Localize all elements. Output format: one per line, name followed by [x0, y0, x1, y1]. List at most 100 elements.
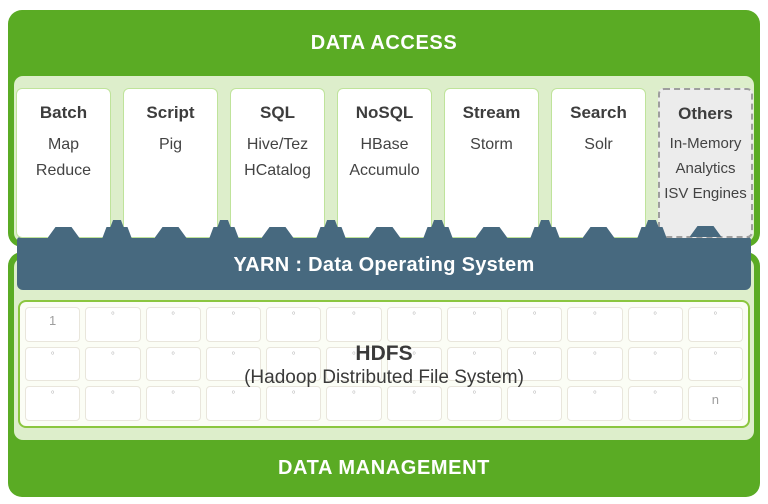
node-mark-icon: ° — [231, 350, 236, 362]
node-mark-icon: ° — [472, 350, 477, 362]
connector-notch-icon — [154, 227, 187, 238]
hdfs-node-cell: ° — [507, 386, 563, 421]
hdfs-node-cell: ° — [85, 386, 141, 421]
data-access-title: DATA ACCESS — [310, 31, 458, 54]
data-management-title: DATA MANAGEMENT — [278, 457, 490, 479]
card-lines: Pig — [159, 132, 182, 158]
card-title: Search — [570, 103, 627, 122]
hdfs-node-cell: ° — [687, 307, 743, 342]
hdfs-node-cell: ° — [507, 307, 563, 342]
card-line: Storm — [470, 136, 513, 153]
hdfs-node-cell: ° — [687, 346, 743, 382]
hdfs-node-cell: ° — [85, 307, 141, 342]
node-mark-icon: ° — [171, 390, 176, 402]
card-title: Others — [678, 104, 733, 123]
node-mark-icon: ° — [171, 350, 176, 362]
card-lines: Storm — [470, 132, 513, 158]
card-title: Batch — [39, 103, 88, 122]
node-mark-icon: ° — [110, 311, 115, 322]
node-mark-icon: ° — [653, 390, 658, 402]
node-mark-icon: ° — [171, 311, 176, 322]
yarn-band: YARN : Data Operating System — [17, 237, 751, 290]
card-line: Hive/Tez — [246, 136, 309, 153]
node-mark-icon: ° — [351, 311, 356, 322]
node-mark-icon: ° — [592, 350, 597, 362]
connector-notch-icon — [47, 227, 80, 238]
connector-knob-icon — [324, 220, 338, 228]
connector-knob-icon — [645, 220, 659, 228]
card-line: HCatalog — [244, 162, 311, 179]
node-mark-icon: ° — [412, 311, 417, 322]
hdfs-node-cell: ° — [145, 386, 201, 421]
card-line: In-Memory — [669, 135, 742, 152]
node-mark-icon: ° — [472, 311, 477, 322]
hdfs-node-cell: ° — [446, 386, 502, 421]
connector-bump-icon — [530, 227, 560, 239]
hdfs-node-cell: ° — [205, 346, 261, 382]
hdfs-node-cell: n — [687, 386, 743, 421]
node-label-first: 1 — [49, 313, 57, 328]
node-mark-icon: ° — [231, 390, 236, 402]
hdfs-node-cell: ° — [205, 386, 261, 421]
connector-knob-icon — [538, 220, 552, 228]
node-mark-icon: ° — [231, 311, 236, 322]
hdfs-node-cell: ° — [567, 307, 623, 342]
node-mark-icon: ° — [291, 390, 296, 402]
card-line: ISV Engines — [664, 185, 747, 202]
node-mark-icon: ° — [50, 350, 55, 362]
card-line: Solr — [584, 136, 613, 153]
node-mark-icon: ° — [653, 311, 658, 322]
node-mark-icon: ° — [532, 390, 537, 402]
card-line: HBase — [360, 136, 409, 153]
hdfs-node-cell: ° — [326, 346, 382, 382]
connector-knob-icon — [110, 220, 124, 228]
hdfs-node-cell: ° — [567, 386, 623, 421]
hdfs-node-cell: ° — [386, 386, 442, 421]
hdfs-node-grid: 1°°°°°°°°°°°°°°°°°°°°°°°°°°°°°°°°°°n — [18, 300, 750, 428]
card-line: Pig — [158, 136, 183, 153]
card-title: Stream — [462, 103, 521, 122]
card-line: Accumulo — [349, 162, 420, 179]
node-mark-icon: ° — [291, 350, 296, 362]
connector-bump-icon — [423, 227, 453, 239]
connector-notch-icon — [582, 227, 615, 238]
node-mark-icon: ° — [532, 350, 537, 362]
node-mark-icon: ° — [50, 390, 55, 402]
node-mark-icon: ° — [110, 390, 115, 402]
node-mark-icon: ° — [592, 390, 597, 402]
hdfs-node-cell: ° — [386, 307, 442, 342]
node-mark-icon: ° — [110, 350, 115, 362]
hdfs-node-cell: ° — [205, 307, 261, 342]
node-mark-icon: ° — [291, 311, 296, 322]
hdfs-node-cell: ° — [266, 307, 322, 342]
hdfs-node-cell: ° — [446, 346, 502, 382]
card-line: Map — [47, 136, 80, 153]
hdfs-node-cell: ° — [627, 346, 683, 382]
hdfs-node-cell: ° — [145, 307, 201, 342]
card-title: NoSQL — [355, 103, 414, 122]
node-mark-icon: ° — [713, 350, 718, 362]
connector-notch-icon — [261, 227, 294, 238]
hdfs-node-cell: ° — [266, 386, 322, 421]
card-line: Reduce — [35, 162, 92, 179]
card-title: SQL — [260, 103, 295, 122]
hdfs-node-cell: ° — [386, 346, 442, 382]
node-mark-icon: ° — [532, 311, 537, 322]
hdfs-node-cell: ° — [266, 346, 322, 382]
hdfs-node-cell: ° — [627, 386, 683, 421]
node-mark-icon: ° — [412, 350, 417, 362]
node-label-last: n — [711, 392, 719, 408]
hdfs-node-cell: ° — [85, 346, 141, 382]
card-title: Script — [146, 103, 195, 122]
connector-bump-icon — [637, 227, 667, 239]
hdfs-node-cell: ° — [567, 346, 623, 382]
hdfs-node-cell: ° — [25, 386, 81, 421]
